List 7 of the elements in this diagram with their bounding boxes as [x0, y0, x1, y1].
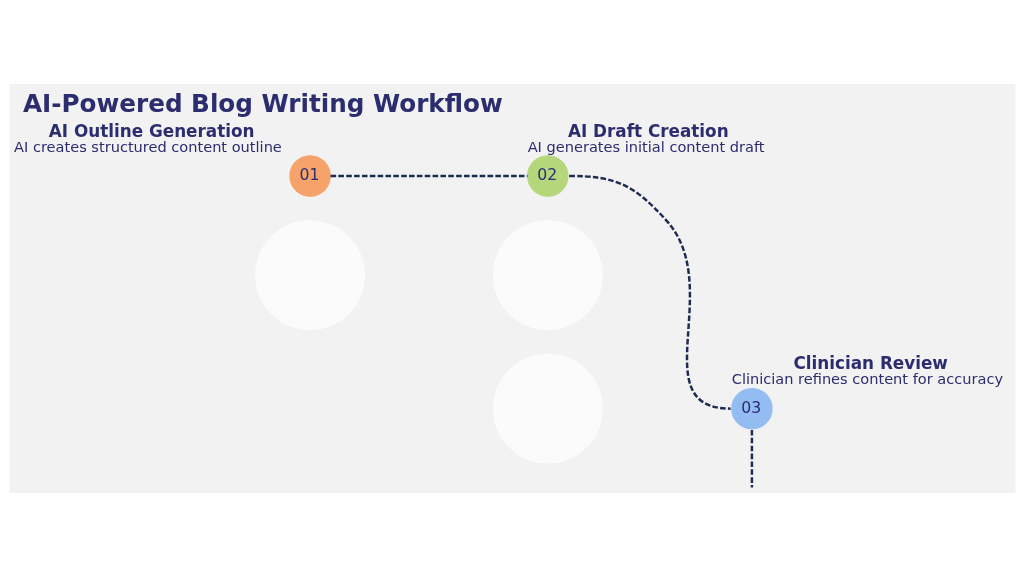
node-circle: 02 [526, 154, 569, 197]
node-circle: 01 [288, 154, 331, 197]
connector [568, 174, 731, 410]
diagram-title: AI-Powered Blog Writing Workflow [22, 88, 503, 118]
connector [750, 429, 753, 488]
connector [330, 174, 527, 177]
node-circle: 03 [730, 387, 773, 429]
